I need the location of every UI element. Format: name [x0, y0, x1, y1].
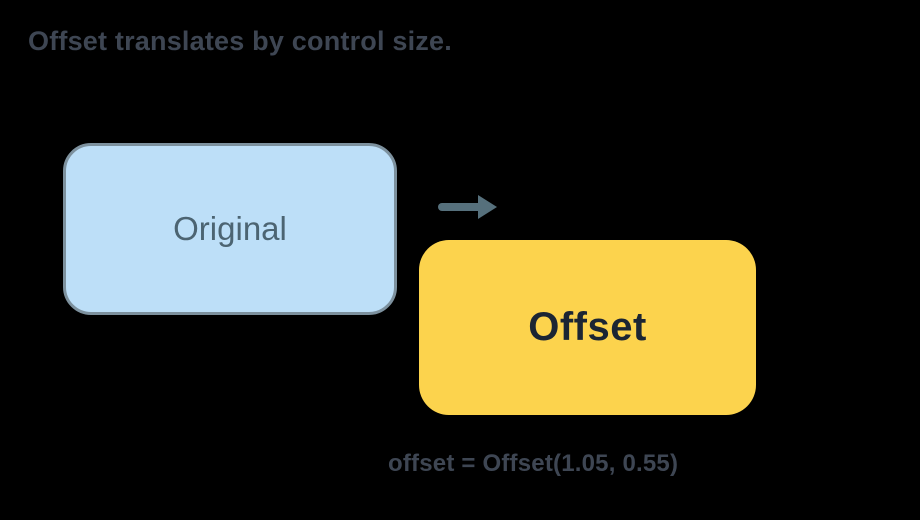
diagram-title: Offset translates by control size.: [28, 26, 452, 56]
right-arrow-icon: [434, 192, 500, 222]
code-caption: offset = Offset(1.05, 0.55): [388, 450, 679, 477]
offset-box-label: Offset: [528, 305, 647, 349]
original-box-label: Original: [173, 210, 287, 247]
offset-box: Offset: [419, 240, 756, 415]
original-box: Original: [63, 143, 397, 315]
